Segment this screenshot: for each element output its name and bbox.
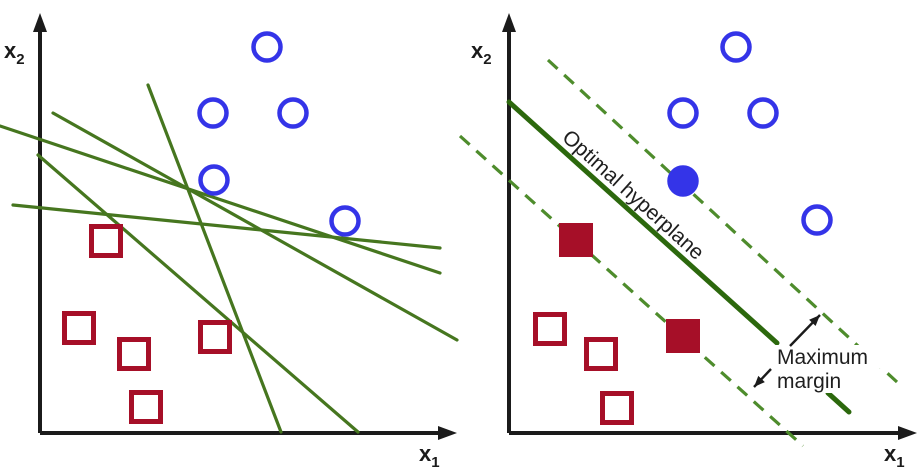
class-red-point [584,337,618,371]
x-axis-arrowhead [898,426,917,440]
class-red-point [533,312,567,346]
candidate-hyperplane-line [11,203,442,250]
class-blue-point [329,205,361,237]
left-y-axis-label: x2 [4,38,25,68]
candidate-hyperplane-line [51,111,459,342]
class-blue-point [747,97,779,129]
support-vector-blue-point [667,165,699,197]
right-x-axis-label: x1 [884,441,905,471]
class-red-point [89,224,123,258]
class-red-point [117,337,151,371]
support-vector-red-point [559,223,593,257]
margin-boundary-dashed-line [458,134,805,448]
margin-arrows [753,314,821,388]
maximum-margin-label-line1: Maximum [777,346,868,369]
x-axis-arrowhead [438,426,457,440]
y-axis-arrowhead [33,13,47,32]
left-candidate-lines [0,83,459,434]
left-data-points [62,31,361,424]
y-axis-arrowhead [502,13,516,32]
class-red-point [600,391,634,425]
class-blue-point [801,204,833,236]
class-blue-point [667,97,699,129]
class-blue-point [720,31,752,63]
right-y-axis-label: x2 [471,38,492,68]
margin-arrowhead [754,375,765,387]
optimal-hyperplane-line [506,99,780,346]
left-x-axis-label: x1 [419,441,440,471]
left-axis-labels: x2 x1 [4,38,440,471]
support-vector-red-point [666,319,700,353]
right-label-masks [773,345,887,393]
label-background-mask [773,345,887,368]
class-blue-point [197,97,229,129]
left-axes [33,13,457,440]
class-blue-point [277,97,309,129]
class-red-point [129,390,163,424]
right-hyperplane-lines [458,58,899,448]
candidate-hyperplane-line [146,83,283,434]
class-blue-point [198,164,230,196]
class-blue-point [251,31,283,63]
class-red-point [198,320,232,354]
label-background-mask [773,369,851,393]
candidate-hyperplane-line [0,124,442,275]
right-axes [502,13,917,440]
margin-boundary-dashed-line [546,58,899,384]
margin-arrowhead [809,315,820,327]
candidate-hyperplane-line [36,153,360,434]
maximum-margin-label-line2: margin [777,370,841,393]
optimal-hyperplane-line [825,390,852,415]
right-data-points [533,31,833,425]
class-red-point [62,311,96,345]
